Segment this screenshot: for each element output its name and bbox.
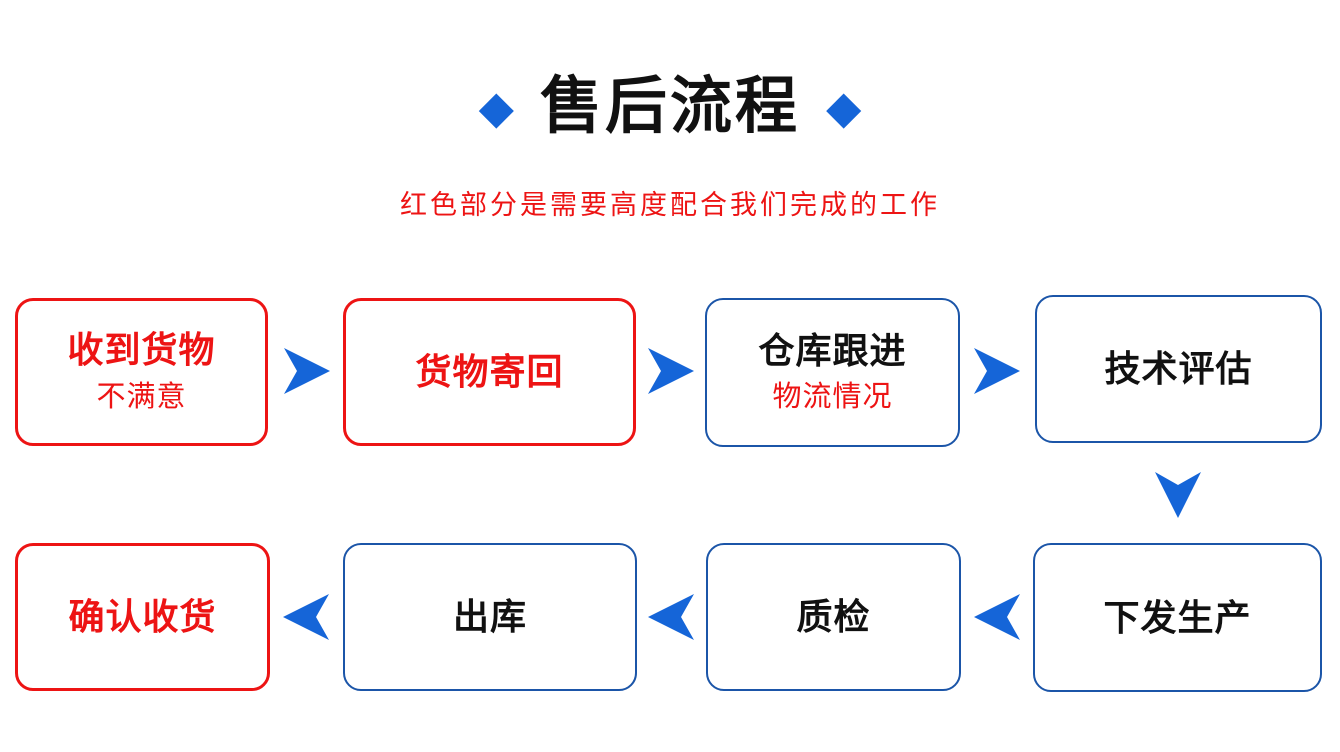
arrow-left-icon	[974, 594, 1020, 640]
step-title: 质检	[796, 596, 871, 638]
flow-step-confirm-receipt: 确认收货	[15, 543, 270, 691]
flow-step-issue-production: 下发生产	[1033, 543, 1322, 692]
arrow-right-icon	[648, 348, 694, 394]
step-note: 物流情况	[772, 381, 893, 414]
flow-step-goods-returned: 货物寄回	[343, 298, 636, 446]
step-title: 货物寄回	[415, 351, 564, 393]
flow-step-quality-inspection: 质检	[706, 543, 961, 691]
page-title: 售后流程	[539, 72, 800, 141]
flow-step-warehouse-followup: 仓库跟进 物流情况	[705, 298, 960, 447]
flow-step-technical-evaluation: 技术评估	[1035, 295, 1322, 443]
step-title: 收到货物	[67, 329, 216, 371]
arrow-right-icon	[284, 348, 330, 394]
step-title: 技术评估	[1104, 348, 1253, 390]
step-title: 下发生产	[1103, 596, 1252, 638]
flow-step-goods-received: 收到货物 不满意	[15, 298, 268, 446]
page-subtitle: 红色部分是需要高度配合我们完成的工作	[400, 190, 940, 220]
step-title: 确认收货	[68, 596, 217, 638]
arrow-right-icon	[974, 348, 1020, 394]
arrow-left-icon	[283, 594, 329, 640]
diamond-icon: ◆	[826, 81, 862, 133]
step-title: 出库	[452, 596, 527, 638]
step-note: 不满意	[96, 380, 187, 413]
flow-step-outbound: 出库	[343, 543, 637, 691]
step-title: 仓库跟进	[758, 329, 907, 371]
diamond-icon: ◆	[478, 81, 514, 133]
arrow-down-icon	[1155, 472, 1201, 518]
arrow-left-icon	[648, 594, 694, 640]
page-title-row: ◆ 售后流程 ◆	[0, 76, 1340, 138]
